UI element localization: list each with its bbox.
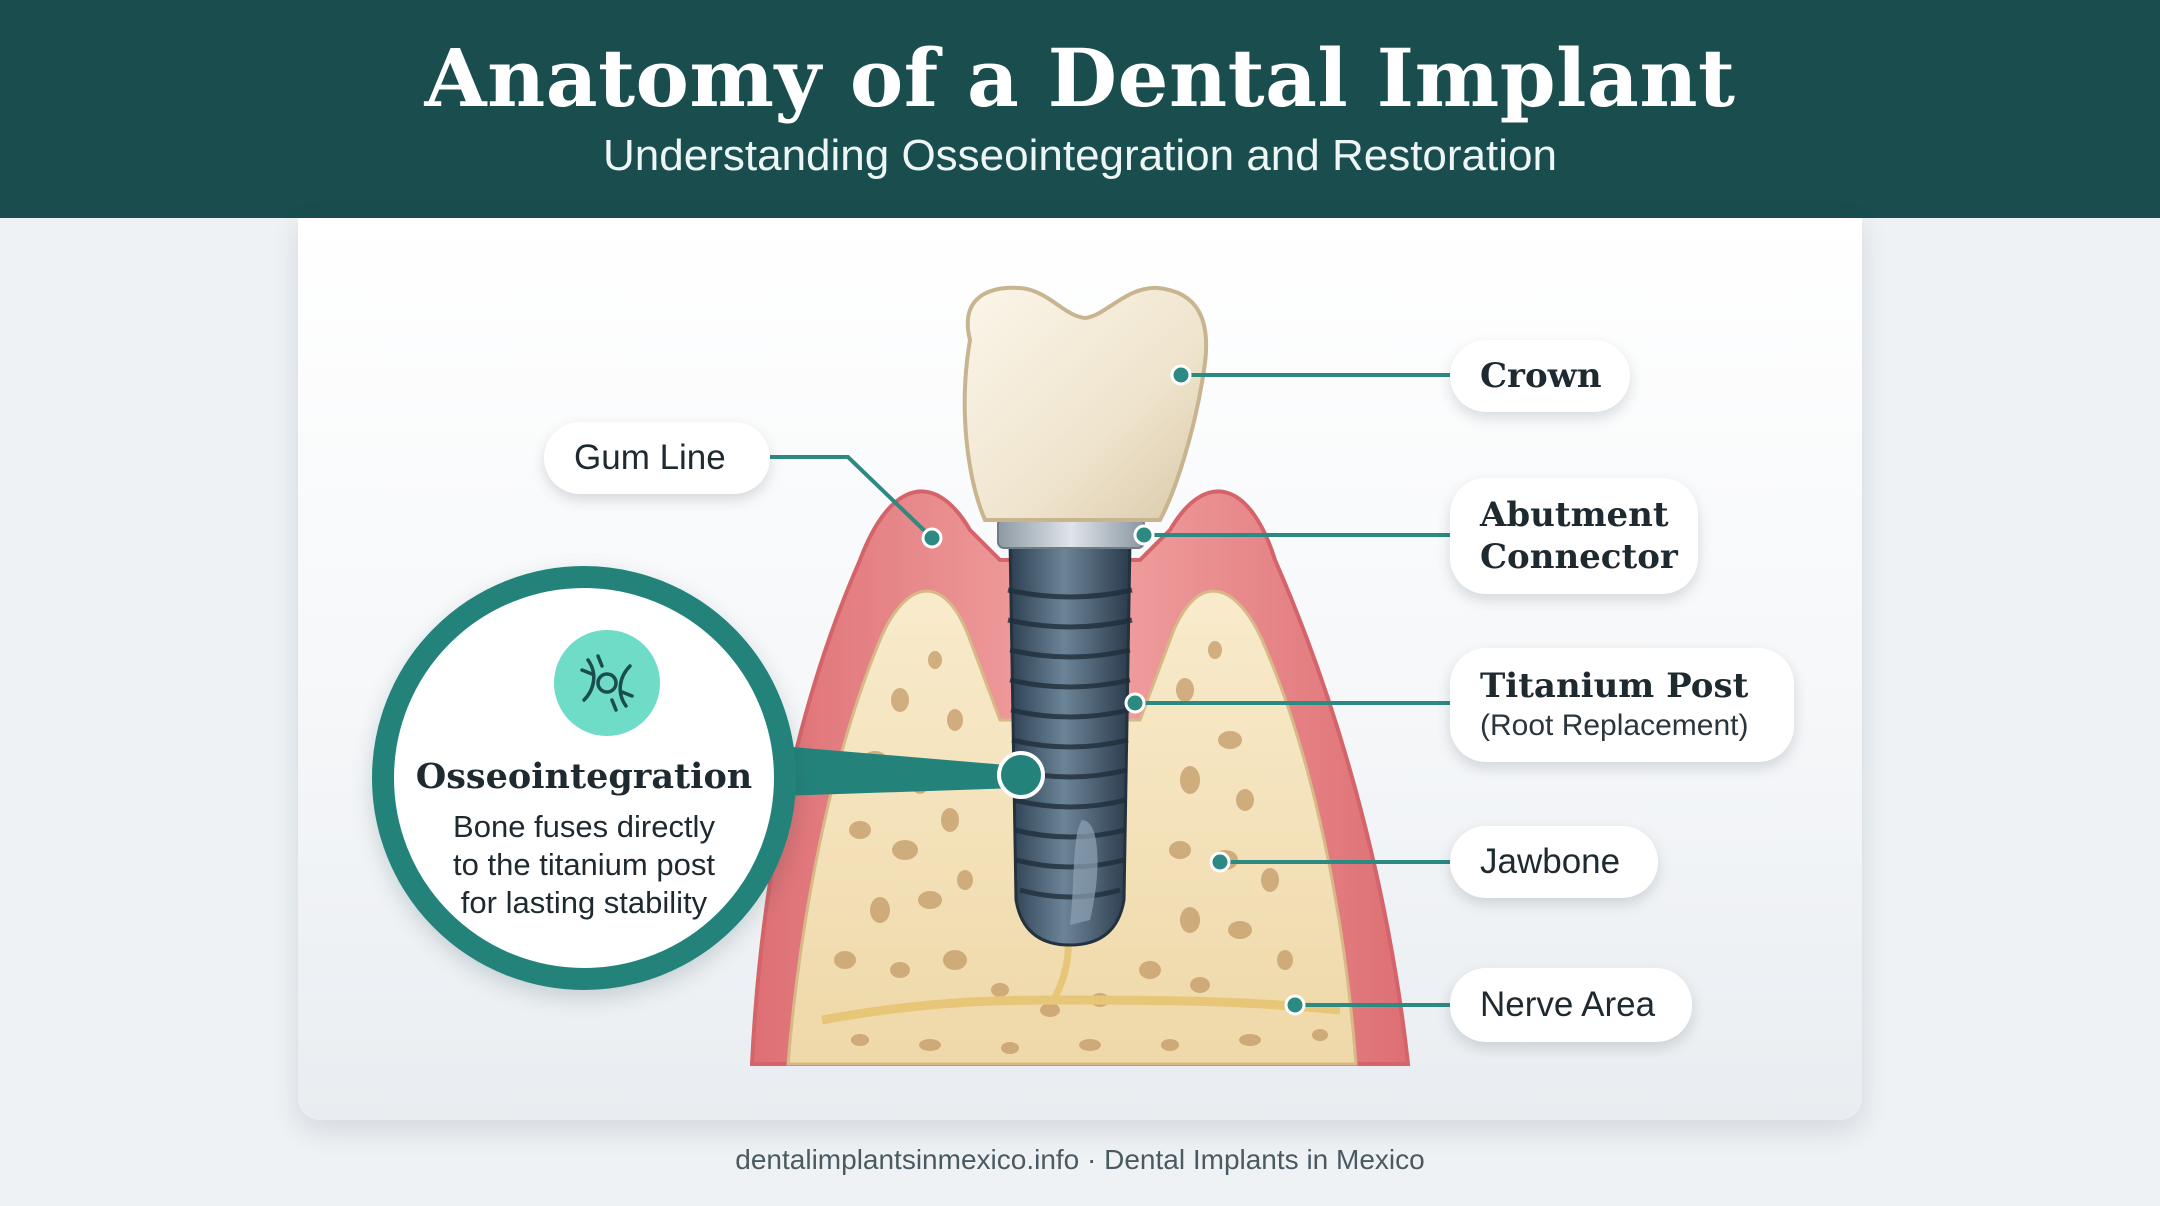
crown-dot [1170, 364, 1192, 386]
post-dot [1124, 692, 1146, 714]
page-subtitle: Understanding Osseointegration and Resto… [603, 131, 1557, 180]
abutment [997, 517, 1145, 549]
label-nerve-area-text: Nerve Area [1480, 985, 1656, 1024]
label-abutment-line-1: Abutment [1480, 495, 1669, 535]
post-groove [1070, 820, 1098, 925]
label-titanium-post-text: Titanium Post [1480, 666, 1749, 706]
label-titanium-post-sub: (Root Replacement) [1480, 709, 1749, 742]
page-title: Anatomy of a Dental Implant [424, 31, 1736, 125]
footer-credit: dentalimplantsinmexico.info · Dental Imp… [735, 1144, 1425, 1175]
nerve-canal [821, 995, 1341, 1025]
label-titanium-post: Titanium Post (Root Replacement) [1450, 648, 1794, 762]
header-banner: Anatomy of a Dental Implant Understandin… [0, 0, 2160, 218]
nerve-branch [1049, 939, 1072, 1004]
callout-description: Bone fuses directly to the titanium post… [404, 808, 764, 922]
label-abutment-line-2: Connector [1480, 537, 1678, 577]
osseointegration-callout: Osseointegration Bone fuses directly to … [372, 566, 796, 990]
crown [962, 285, 1209, 522]
osseo-connector [780, 746, 1018, 796]
label-gum-line-text: Gum Line [574, 438, 726, 477]
label-nerve-area: Nerve Area [1450, 968, 1692, 1042]
label-abutment: Abutment Connector [1450, 478, 1698, 594]
titanium-post [1008, 538, 1132, 947]
bone-fusion-icon [554, 630, 660, 736]
callout-line-3: for lasting stability [460, 885, 708, 920]
jawbone-dot [1209, 851, 1231, 873]
callout-line-2: to the titanium post [453, 847, 715, 882]
gum-leader [770, 455, 934, 540]
label-crown: Crown [1450, 340, 1630, 412]
callout-title: Osseointegration [415, 756, 753, 797]
label-crown-text: Crown [1480, 356, 1602, 396]
label-jawbone: Jawbone [1450, 826, 1658, 898]
label-gum-line: Gum Line [544, 422, 770, 494]
abutment-dot [1133, 524, 1155, 546]
nerve-dot [1284, 994, 1306, 1016]
post-threads [1007, 587, 1133, 900]
label-jawbone-text: Jawbone [1480, 842, 1621, 881]
gum-dot [921, 527, 943, 549]
osseo-target-dot [997, 751, 1045, 799]
callout-line-1: Bone fuses directly [453, 809, 715, 844]
